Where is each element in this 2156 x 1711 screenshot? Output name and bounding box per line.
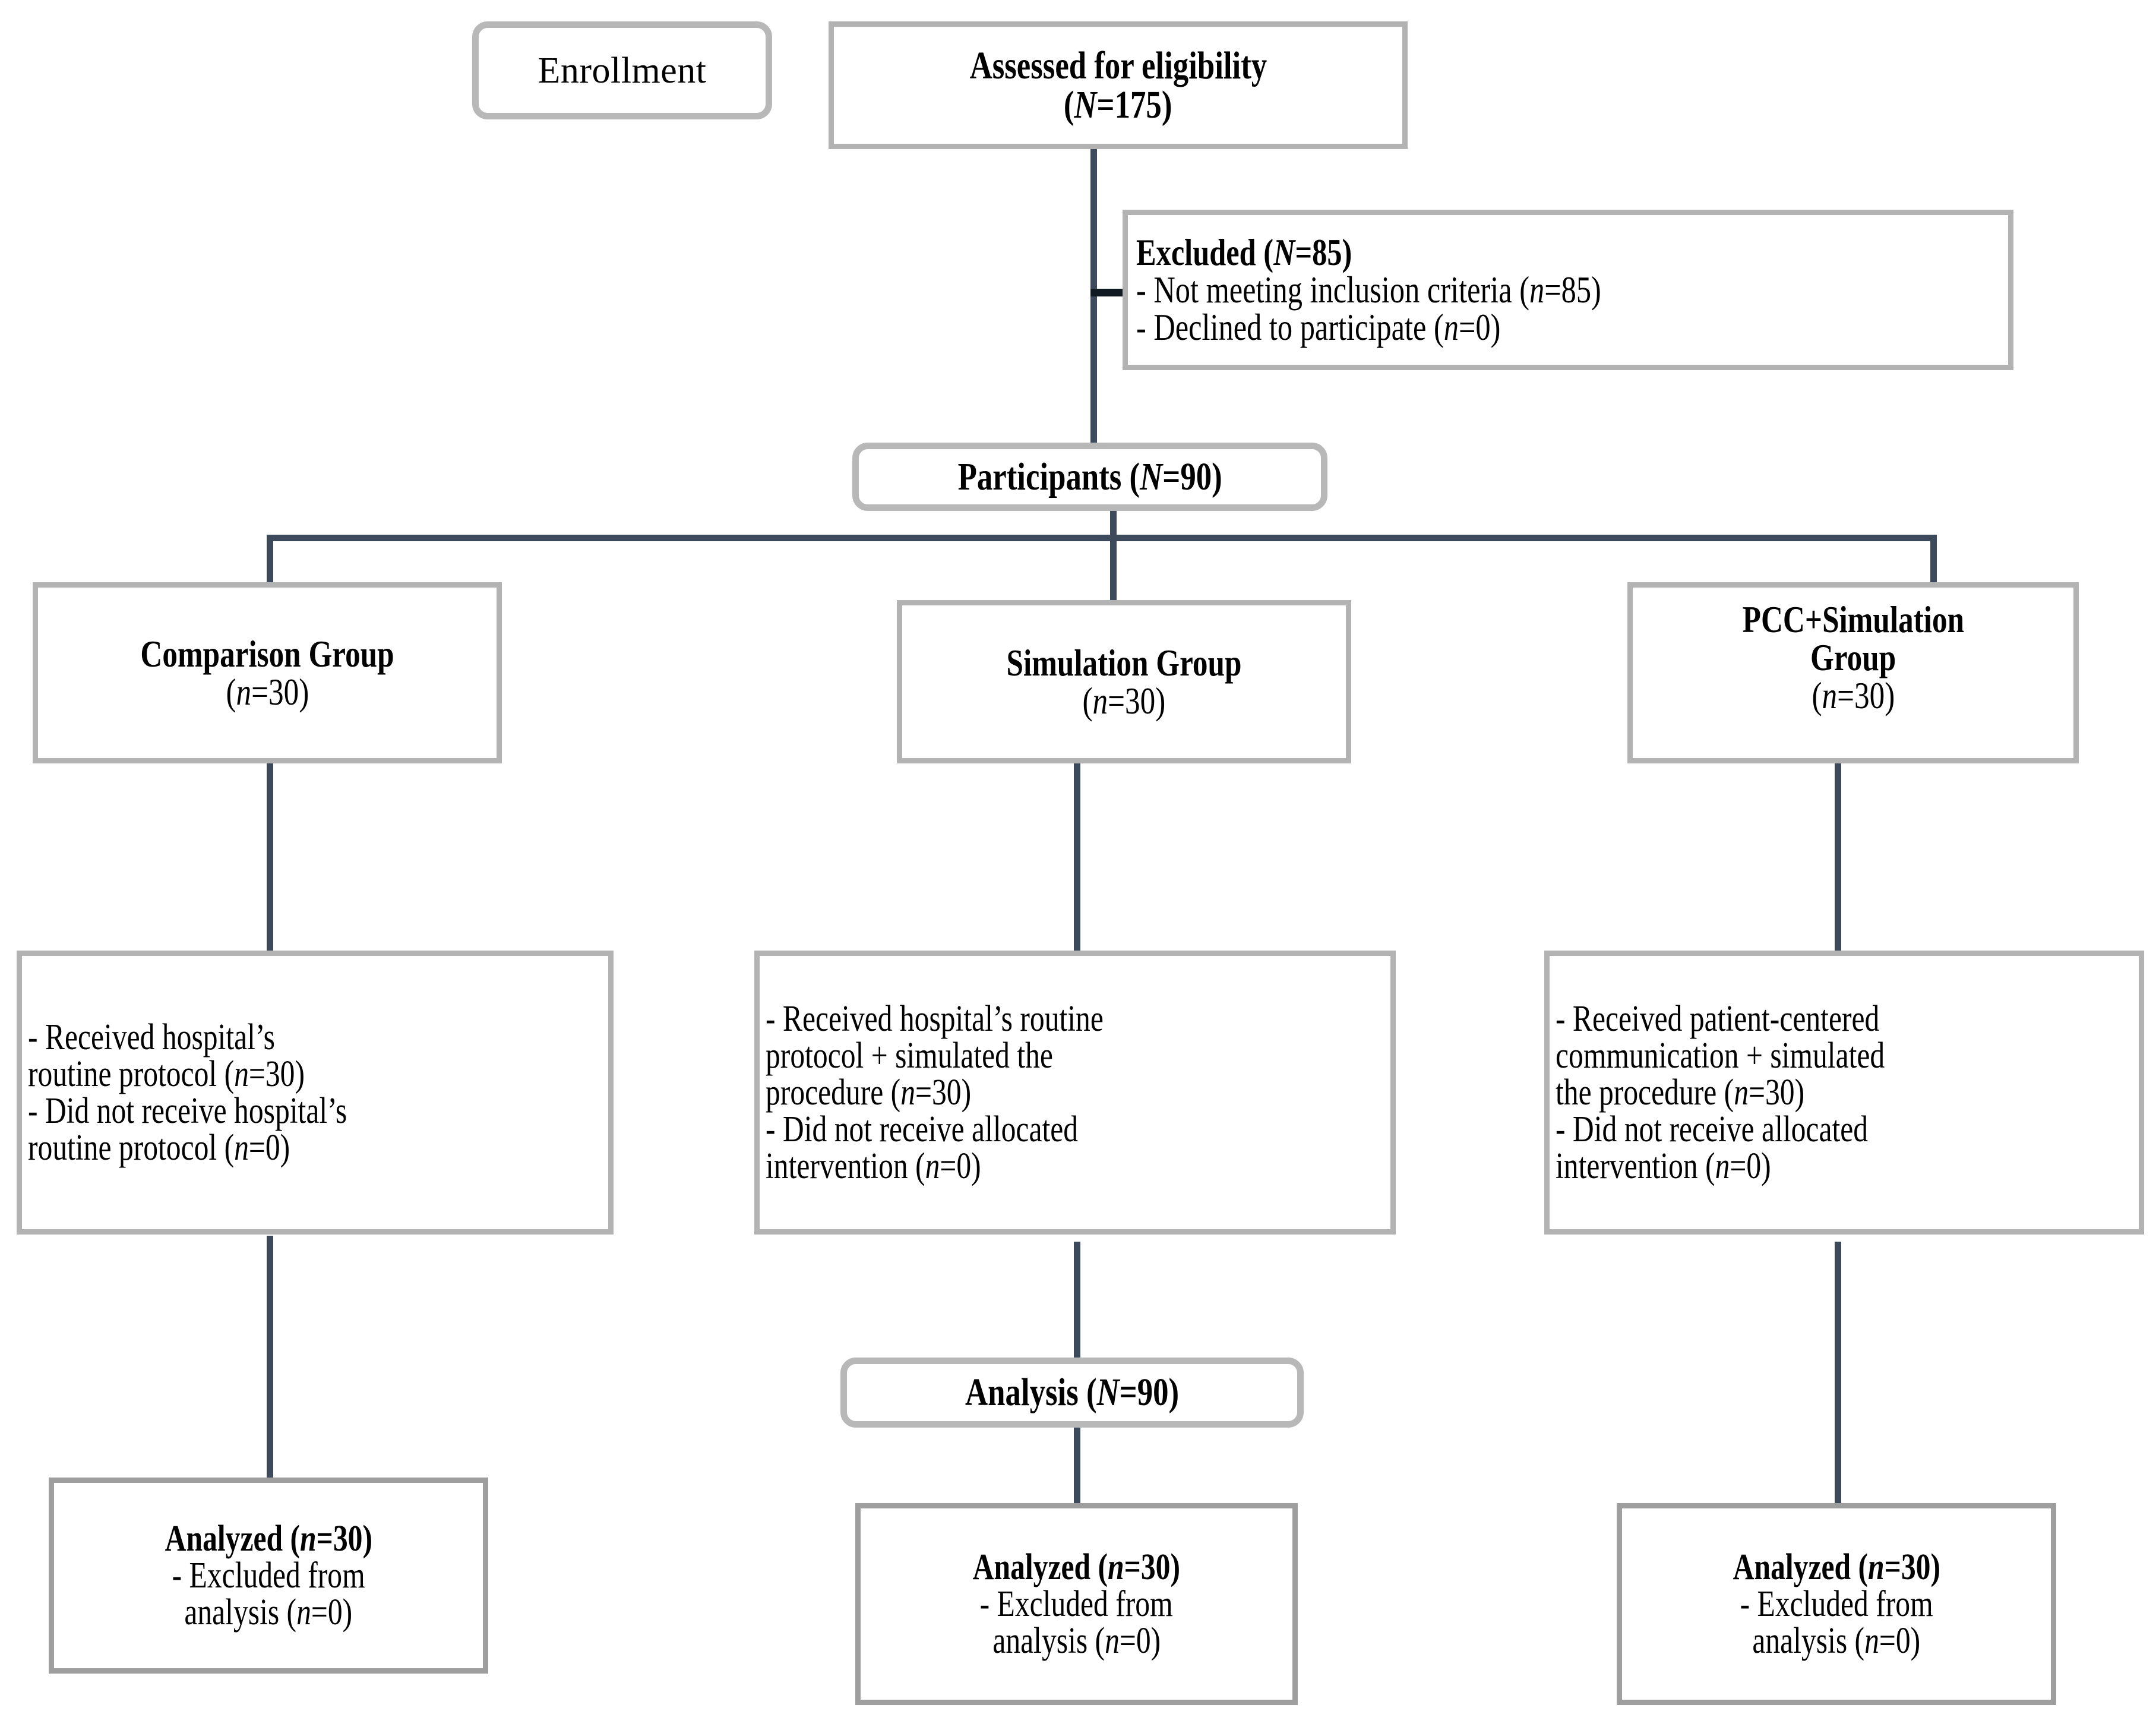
- group-title-pcc-line2: Group: [1810, 636, 1896, 678]
- analyzed-excluded-line: - Excluded from: [979, 1584, 1174, 1624]
- connector-stub-to-excluded: [1090, 289, 1124, 296]
- analyzed-heading: Analyzed (n=30): [165, 1519, 372, 1559]
- interv-p-3: the procedure (n=30): [1556, 1072, 1805, 1113]
- interv-c-2: routine protocol (n=30): [28, 1054, 305, 1094]
- interv-p-2: communication + simulated: [1556, 1036, 1885, 1076]
- connector-branch-bar: [267, 535, 1937, 541]
- intervention-box-comparison: - Received hospital’s routine protocol (…: [17, 951, 614, 1235]
- interv-c-1: - Received hospital’s: [28, 1017, 275, 1057]
- group-box-simulation: Simulation Group (n=30): [897, 600, 1351, 763]
- connector-participants-down: [1110, 484, 1117, 541]
- intervention-line: the procedure (n=30): [1556, 1074, 2133, 1111]
- connector-drop-comparison: [267, 535, 273, 585]
- interv-p-4: - Did not receive allocated: [1556, 1109, 1869, 1150]
- connector-comparison-to-intervention: [267, 763, 273, 954]
- analyzed-box-comparison: Analyzed (n=30) - Excluded from analysis…: [49, 1478, 488, 1674]
- interv-s-3: procedure (n=30): [766, 1072, 972, 1113]
- connector-assessed-to-participants: [1090, 146, 1097, 475]
- interv-p-1: - Received patient-centered: [1556, 999, 1880, 1039]
- analyzed-heading: Analyzed (n=30): [972, 1547, 1181, 1587]
- intervention-line: procedure (n=30): [766, 1074, 1384, 1111]
- interv-s-5: intervention (n=0): [766, 1146, 981, 1186]
- intervention-line: protocol + simulated the: [766, 1037, 1384, 1074]
- intervention-box-pcc-simulation: - Received patient-centered communicatio…: [1544, 951, 2144, 1235]
- analyzed-excluded-count: analysis (n=0): [1752, 1621, 1921, 1661]
- analyzed-excluded-count: analysis (n=0): [184, 1592, 353, 1633]
- connector-pcc-to-analyzed: [1835, 1242, 1841, 1506]
- analyzed-excluded-line: - Excluded from: [172, 1555, 365, 1596]
- group-box-pcc-simulation: PCC+Simulation Group (n=30): [1627, 582, 2079, 763]
- analyzed-excluded-line: - Excluded from: [1740, 1584, 1933, 1624]
- connector-pcc-to-intervention: [1835, 763, 1841, 954]
- group-n-comparison: (n=30): [226, 670, 309, 713]
- intervention-line: - Received patient-centered: [1556, 1000, 2133, 1037]
- analyzed-excluded-count: analysis (n=0): [992, 1621, 1161, 1661]
- connector-comparison-to-analyzed: [267, 1236, 273, 1479]
- analyzed-box-simulation: Analyzed (n=30) - Excluded from analysis…: [855, 1503, 1298, 1705]
- excluded-reason-declined: - Declined to participate (n=0): [1136, 306, 1501, 348]
- analysis-text: Analysis (N=90): [965, 1371, 1180, 1414]
- analyzed-box-pcc-simulation: Analyzed (n=30) - Excluded from analysis…: [1617, 1503, 2056, 1705]
- intervention-line: - Received hospital’s routine: [766, 1000, 1384, 1037]
- interv-s-1: - Received hospital’s routine: [766, 999, 1104, 1039]
- enrollment-stage-label: Enrollment: [472, 21, 772, 119]
- intervention-line: routine protocol (n=0): [28, 1129, 602, 1166]
- interv-s-2: protocol + simulated the: [766, 1036, 1053, 1076]
- connector-drop-simulation: [1110, 535, 1117, 605]
- participants-box: Participants (N=90): [852, 443, 1327, 511]
- analysis-box: Analysis (N=90): [840, 1358, 1304, 1428]
- group-n-pcc: (n=30): [1812, 674, 1895, 716]
- participants-text: Participants (N=90): [957, 454, 1222, 498]
- group-title-comparison: Comparison Group: [140, 632, 394, 675]
- assessed-title: Assessed for eligibility: [969, 43, 1267, 87]
- intervention-line: - Did not receive hospital’s: [28, 1093, 602, 1129]
- intervention-box-simulation: - Received hospital’s routine protocol +…: [754, 951, 1396, 1235]
- connector-analysis-to-analyzed: [1074, 1426, 1080, 1506]
- group-title-pcc-line1: PCC+Simulation: [1742, 598, 1964, 640]
- intervention-line: - Received hospital’s: [28, 1019, 602, 1056]
- intervention-line: communication + simulated: [1556, 1037, 2133, 1074]
- excluded-box: Excluded (N=85) - Not meeting inclusion …: [1123, 210, 2013, 370]
- intervention-line: - Did not receive allocated: [1556, 1111, 2133, 1148]
- group-box-comparison: Comparison Group (n=30): [33, 582, 502, 763]
- excluded-heading: Excluded (N=85): [1136, 231, 1352, 273]
- connector-drop-pcc: [1930, 535, 1937, 585]
- intervention-line: - Did not receive allocated: [766, 1111, 1384, 1148]
- intervention-line: intervention (n=0): [1556, 1148, 2133, 1185]
- intervention-line: intervention (n=0): [766, 1148, 1384, 1185]
- intervention-line: routine protocol (n=30): [28, 1056, 602, 1093]
- excluded-reason-not-meeting-criteria: - Not meeting inclusion criteria (n=85): [1136, 269, 1601, 311]
- interv-p-5: intervention (n=0): [1556, 1146, 1771, 1186]
- interv-c-3: - Did not receive hospital’s: [28, 1091, 347, 1131]
- group-title-simulation: Simulation Group: [1006, 641, 1242, 684]
- analyzed-heading: Analyzed (n=30): [1733, 1547, 1940, 1587]
- interv-s-4: - Did not receive allocated: [766, 1109, 1079, 1150]
- assessed-count: (N=175): [1064, 83, 1172, 127]
- assessed-for-eligibility-box: Assessed for eligibility (N=175): [829, 21, 1408, 149]
- interv-c-4: routine protocol (n=0): [28, 1128, 290, 1168]
- group-n-simulation: (n=30): [1082, 679, 1166, 722]
- connector-simulation-to-analysis: [1074, 1242, 1080, 1360]
- connector-simulation-to-intervention: [1074, 763, 1080, 954]
- enrollment-label-text: Enrollment: [538, 50, 707, 91]
